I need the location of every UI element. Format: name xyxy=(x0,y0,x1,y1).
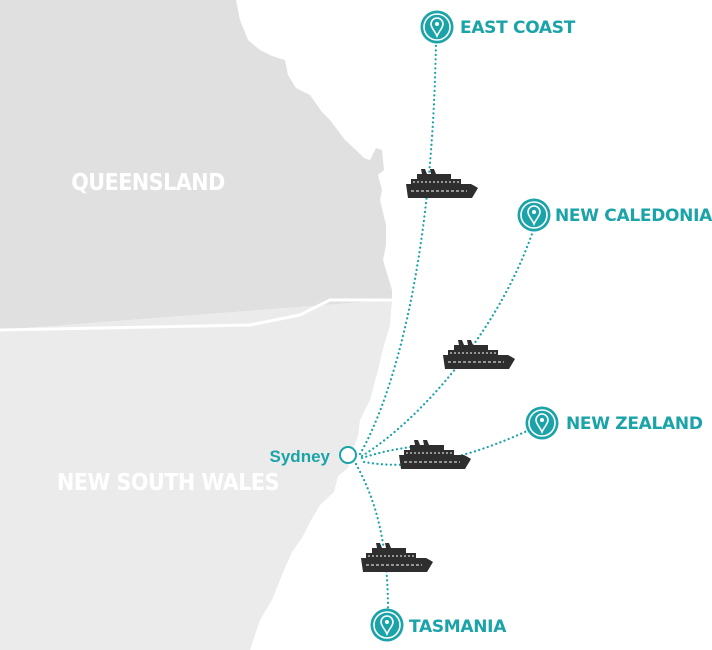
sydney-marker xyxy=(339,446,357,464)
queensland-label: QUEENSLAND xyxy=(71,170,225,196)
destination-tasmania: TASMANIA xyxy=(409,617,507,637)
map-pin-icon xyxy=(516,197,552,233)
destination-new-zealand: NEW ZEALAND xyxy=(566,414,703,434)
nsw-qld-border xyxy=(0,298,392,332)
route-tasmania xyxy=(354,462,390,612)
cruise-ship-icon xyxy=(405,168,479,199)
cruise-ship-icon xyxy=(360,542,434,573)
queensland-region xyxy=(0,0,392,330)
new-south-wales-region xyxy=(0,300,392,650)
new-south-wales-label: NEW SOUTH WALES xyxy=(57,470,279,496)
sydney-label: Sydney xyxy=(270,447,331,466)
destination-east-coast: EAST COAST xyxy=(460,18,576,38)
map-pin-icon xyxy=(419,9,455,45)
map-pin-icon xyxy=(369,607,405,643)
cruise-ship-icon xyxy=(442,339,516,370)
route-east-coast xyxy=(358,38,438,456)
destination-new-caledonia: NEW CALEDONIA xyxy=(555,206,712,226)
cruise-ship-icon xyxy=(398,439,472,470)
route-new-caledonia xyxy=(360,226,536,458)
map-pin-icon xyxy=(524,405,560,441)
